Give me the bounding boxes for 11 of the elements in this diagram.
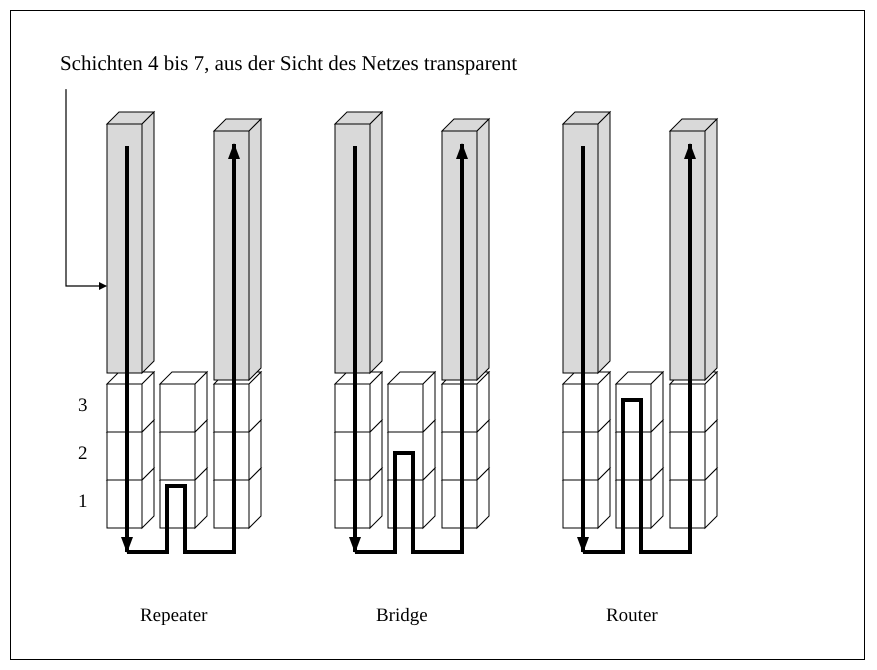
device-label: Router — [606, 606, 658, 627]
protocol-stack-drawing — [334, 110, 490, 530]
device-label: Repeater — [140, 606, 208, 627]
layer-number: 1 — [78, 492, 88, 513]
layer-number: 3 — [78, 396, 88, 417]
note-text: Schichten 4 bis 7, aus der Sicht des Netzes transparent — [60, 52, 518, 76]
leader-line — [65, 89, 107, 290]
protocol-stack-drawing — [562, 110, 718, 530]
device-label: Bridge — [376, 606, 428, 627]
layer-number: 2 — [78, 444, 88, 465]
protocol-stack-drawing — [106, 110, 262, 530]
